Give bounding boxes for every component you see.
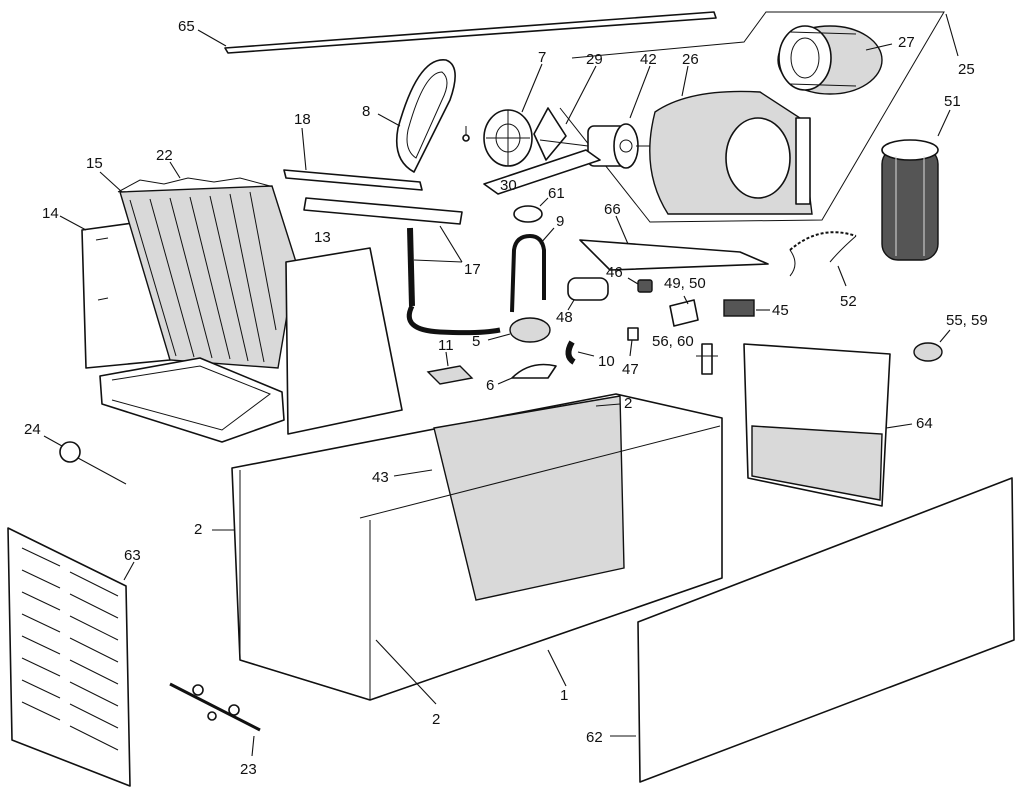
callout-10: 10 xyxy=(598,353,615,370)
callout-7: 7 xyxy=(538,49,546,66)
part-8-belt: 8 xyxy=(362,59,456,173)
part-42-motor: 42 xyxy=(587,51,657,169)
part-15-coil: 15 xyxy=(86,155,297,369)
part-66-plate: 66 xyxy=(579,201,769,271)
part-10-tube: 10 xyxy=(565,340,615,370)
part-23-mounting-bar: 23 xyxy=(169,682,261,778)
callout-63: 63 xyxy=(124,547,141,564)
callout-49-50: 49, 50 xyxy=(664,275,706,292)
callout-1: 1 xyxy=(560,687,568,704)
part-6-bracket: 6 xyxy=(486,363,557,394)
part-61-cap: 61 xyxy=(513,185,565,223)
callout-2-a: 2 xyxy=(624,395,632,412)
drain-pan xyxy=(99,357,285,443)
callout-29: 29 xyxy=(586,51,603,68)
part-63-front-grille: 63 xyxy=(7,527,141,787)
callout-2-b: 2 xyxy=(194,521,202,538)
callout-15: 15 xyxy=(86,155,103,172)
callout-55-59: 55, 59 xyxy=(946,312,988,329)
part-65-top-cover: 65 xyxy=(178,11,717,54)
part-30-motor-bracket: 30 xyxy=(483,149,601,195)
callout-48: 48 xyxy=(556,309,573,326)
part-62-front-panel: 62 xyxy=(586,477,1015,783)
part-13-panel: 13 xyxy=(285,229,403,435)
callout-46: 46 xyxy=(606,264,623,281)
part-2-rails: 2 2 2 xyxy=(194,395,632,728)
callout-45: 45 xyxy=(772,302,789,319)
part-56-60-valve: 56, 60 xyxy=(652,333,718,375)
callout-25: 25 xyxy=(958,61,975,78)
callout-26: 26 xyxy=(682,51,699,68)
callout-23: 23 xyxy=(240,761,257,778)
callout-51: 51 xyxy=(944,93,961,110)
callout-17: 17 xyxy=(464,261,481,278)
part-46-capacitor: 46 xyxy=(606,264,653,293)
part-26-blower-housing: 26 xyxy=(649,51,813,215)
callout-64: 64 xyxy=(916,415,933,432)
part-24-knob: 24 xyxy=(24,421,127,485)
callout-47: 47 xyxy=(622,361,639,378)
part-11-block: 11 xyxy=(426,337,474,385)
part-9-tube: 9 xyxy=(510,213,564,313)
callout-24: 24 xyxy=(24,421,41,438)
callout-27: 27 xyxy=(898,34,915,51)
callout-61: 61 xyxy=(548,185,565,202)
part-27-blower-wheel: 27 xyxy=(777,25,915,95)
part-25-blower-assembly: 25 xyxy=(559,11,975,223)
callout-11: 11 xyxy=(438,337,454,354)
callout-6: 6 xyxy=(486,377,494,394)
callout-9: 9 xyxy=(556,213,564,230)
callout-42: 42 xyxy=(640,51,657,68)
part-45-contactor: 45 xyxy=(723,299,789,319)
callout-56-60: 56, 60 xyxy=(652,333,694,350)
part-48-cylinder: 48 xyxy=(556,277,609,326)
part-49-50-relay: 49, 50 xyxy=(664,275,706,327)
callout-62: 62 xyxy=(586,729,603,746)
part-17-bracket-tubes: 17 xyxy=(303,197,501,336)
part-52-wiring: 52 xyxy=(789,231,857,310)
callout-65: 65 xyxy=(178,18,195,35)
screw-icon xyxy=(462,126,470,142)
part-18-strip: 18 xyxy=(283,111,423,191)
part-22-coil-fins: 22 xyxy=(117,147,271,193)
part-55-59-fitting: 55, 59 xyxy=(913,312,988,362)
part-7-pulley: 7 xyxy=(483,49,546,167)
part-29-fan-blade: 29 xyxy=(533,51,603,161)
callout-22: 22 xyxy=(156,147,173,164)
part-43-divider: 43 xyxy=(372,469,433,486)
part-64-rear-panel: 64 xyxy=(743,343,933,507)
callout-66: 66 xyxy=(604,201,621,218)
callout-2-c: 2 xyxy=(432,711,440,728)
part-1-chassis: 1 xyxy=(231,393,723,704)
callout-52: 52 xyxy=(840,293,857,310)
callout-5: 5 xyxy=(472,333,480,350)
callout-13: 13 xyxy=(314,229,331,246)
callout-14: 14 xyxy=(42,205,59,222)
callout-18: 18 xyxy=(294,111,311,128)
callout-43: 43 xyxy=(372,469,389,486)
callout-30: 30 xyxy=(500,177,517,194)
part-51-compressor: 51 xyxy=(881,93,961,261)
part-5-valve: 5 xyxy=(472,317,551,350)
callout-8: 8 xyxy=(362,103,370,120)
part-47-plug: 47 xyxy=(622,327,639,378)
